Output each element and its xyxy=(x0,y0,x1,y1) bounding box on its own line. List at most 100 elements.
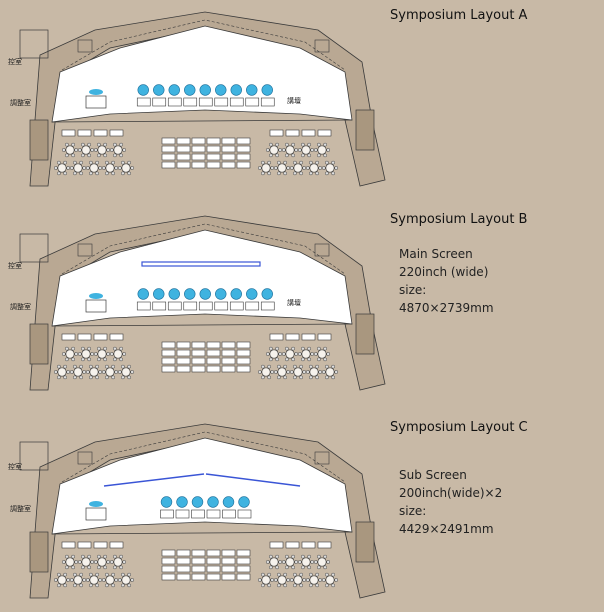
chair-icon xyxy=(93,560,98,564)
chair-icon xyxy=(95,364,99,369)
chair-icon xyxy=(313,352,318,356)
chair-icon xyxy=(325,583,329,588)
audience-desk xyxy=(221,153,236,161)
panelist-chair xyxy=(222,496,235,508)
chair-icon xyxy=(87,565,91,570)
audience-desk xyxy=(191,349,206,357)
chair-icon xyxy=(79,572,83,577)
chair-icon xyxy=(323,142,327,147)
chair-icon xyxy=(57,364,61,369)
audience-desk xyxy=(176,557,191,565)
audience-desk xyxy=(236,573,251,581)
audience-desk xyxy=(161,349,176,357)
chair-icon xyxy=(277,572,281,577)
chair-icon xyxy=(127,364,131,369)
chair-icon xyxy=(291,554,295,559)
chair-icon xyxy=(73,375,77,380)
chair-icon xyxy=(315,364,319,369)
audience-desk xyxy=(176,357,191,365)
chair-icon xyxy=(127,583,131,588)
chair-icon xyxy=(127,375,131,380)
chair-icon xyxy=(127,171,131,176)
audience-desk xyxy=(206,573,221,581)
chair-icon xyxy=(119,554,123,559)
audience-round-table xyxy=(113,145,123,155)
audience-desk xyxy=(221,365,236,373)
chair-icon xyxy=(111,171,115,176)
audience-round-table xyxy=(105,163,115,173)
chair-icon xyxy=(90,560,95,564)
stage-edge xyxy=(51,531,353,535)
chair-icon xyxy=(79,171,83,176)
chair-icon xyxy=(270,578,275,582)
chair-icon xyxy=(106,148,111,152)
chair-icon xyxy=(281,560,286,564)
audience-round-table xyxy=(293,575,303,585)
audience-desk xyxy=(176,573,191,581)
chair-icon xyxy=(73,583,77,588)
panelist-chair xyxy=(160,496,173,508)
chair-icon xyxy=(74,352,79,356)
chair-icon xyxy=(321,370,326,374)
chair-icon xyxy=(74,560,79,564)
panelist-chair xyxy=(261,288,273,300)
chair-icon xyxy=(121,160,125,165)
chair-icon xyxy=(331,572,335,577)
audience-desk xyxy=(285,541,300,549)
chair-icon xyxy=(291,153,295,158)
chair-icon xyxy=(101,578,106,582)
chair-icon xyxy=(114,370,119,374)
panelist-chair xyxy=(191,496,204,508)
panelist-chair xyxy=(230,288,242,300)
chair-icon xyxy=(301,565,305,570)
chair-icon xyxy=(309,375,313,380)
chair-icon xyxy=(119,346,123,351)
audience-desk xyxy=(206,557,221,565)
audience-desk xyxy=(221,145,236,153)
chair-icon xyxy=(326,352,331,356)
audience-round-table xyxy=(105,575,115,585)
chair-icon xyxy=(267,171,271,176)
chair-icon xyxy=(307,565,311,570)
chair-icon xyxy=(265,352,270,356)
audience-round-table xyxy=(277,367,287,377)
chair-icon xyxy=(297,148,302,152)
chair-icon xyxy=(95,160,99,165)
chair-icon xyxy=(317,153,321,158)
layout-c-title: Symposium Layout C xyxy=(390,420,528,435)
adjust-room xyxy=(29,531,49,573)
audience-desk xyxy=(269,541,284,549)
chair-icon xyxy=(79,583,83,588)
chair-icon xyxy=(273,578,278,582)
audience-desk xyxy=(236,145,251,153)
chair-icon xyxy=(97,554,101,559)
chair-icon xyxy=(111,364,115,369)
lectern-mic xyxy=(89,293,103,299)
chair-icon xyxy=(285,357,289,362)
audience-desk xyxy=(221,349,236,357)
chair-icon xyxy=(69,166,74,170)
audience-desk xyxy=(161,357,176,365)
main-screen-info: Main Screen 220inch (wide) size: 4870×27… xyxy=(399,245,494,317)
audience-round-table xyxy=(293,163,303,173)
chair-icon xyxy=(281,352,286,356)
stage-edge xyxy=(51,323,353,327)
audience-desk xyxy=(285,129,300,137)
adjust-room xyxy=(29,323,49,365)
audience-round-table xyxy=(65,349,75,359)
wall-outline xyxy=(61,223,346,275)
main-screen-name: Main Screen xyxy=(399,247,473,261)
audience-desk xyxy=(61,129,76,137)
audience-round-table xyxy=(269,557,279,567)
audience-round-table xyxy=(73,163,83,173)
chair-icon xyxy=(97,565,101,570)
audience-desk xyxy=(221,573,236,581)
chair-icon xyxy=(66,370,71,374)
chair-icon xyxy=(285,153,289,158)
panelist-chair xyxy=(215,288,227,300)
chair-icon xyxy=(119,357,123,362)
audience-desk xyxy=(191,161,206,169)
panelist-desk xyxy=(167,97,182,107)
chair-icon xyxy=(334,370,339,374)
chair-icon xyxy=(109,148,114,152)
